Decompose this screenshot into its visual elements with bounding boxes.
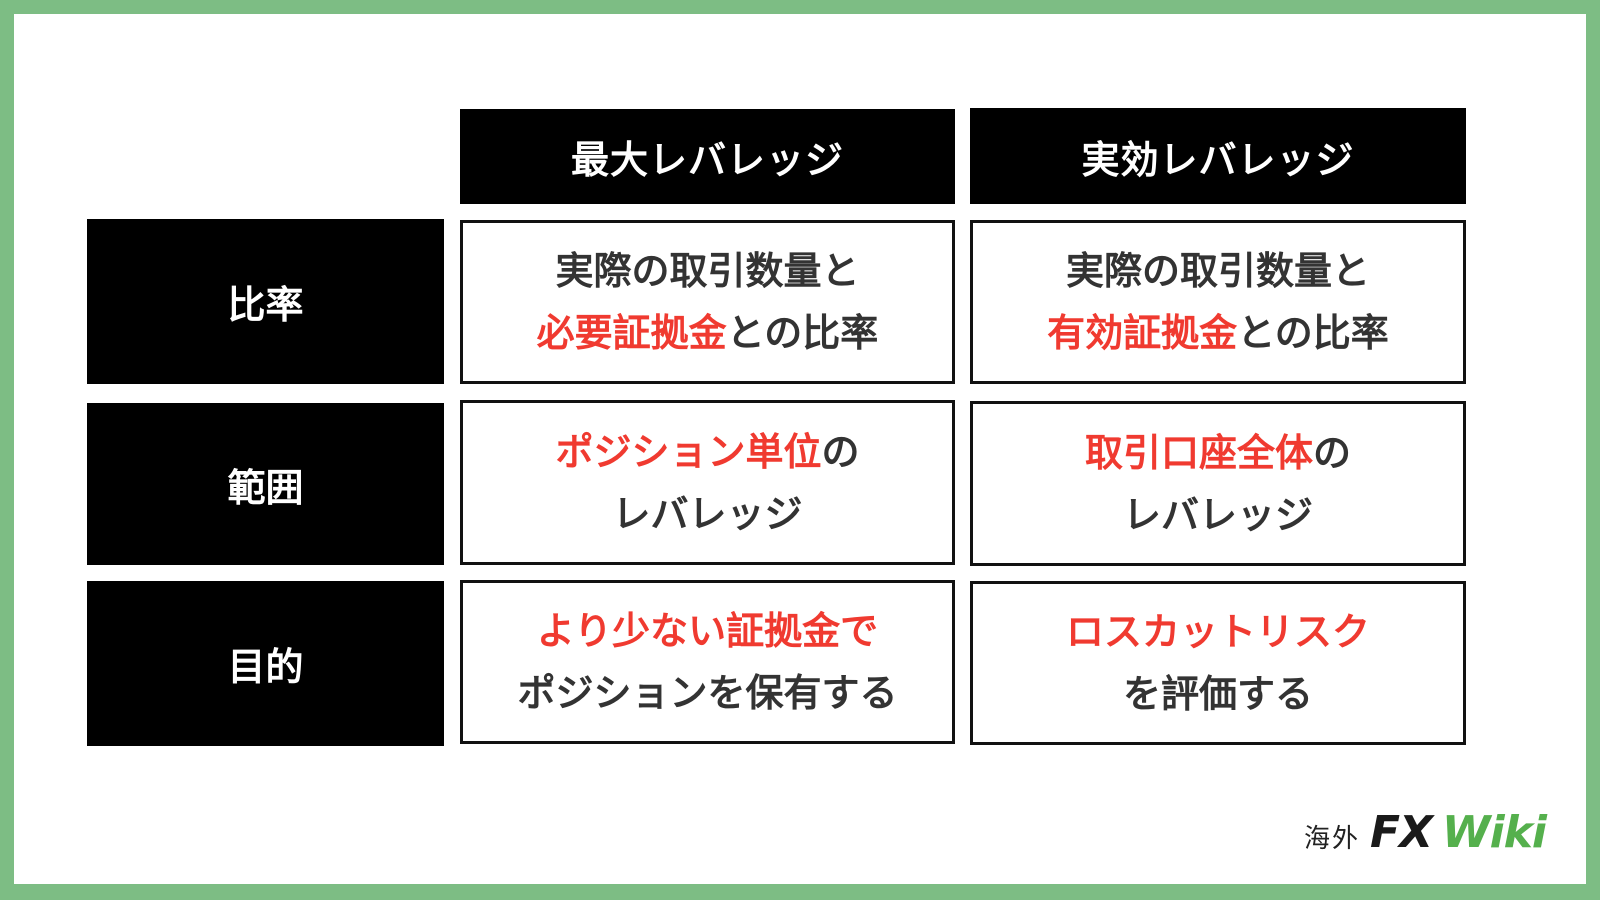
- cell-ratio-effective-line2: 有効証拠金との比率: [1047, 311, 1389, 355]
- cell-scope-max: ポジション単位の レバレッジ: [460, 400, 955, 565]
- cell-purpose-effective-line1: ロスカットリスク: [1065, 610, 1370, 654]
- cell-scope-effective-line1: 取引口座全体の: [1084, 430, 1352, 475]
- logo-fx-text: FX: [1370, 807, 1433, 858]
- row-header-purpose-label: 目的: [227, 645, 304, 689]
- cell-scope-effective-line2: レバレッジ: [1122, 492, 1313, 537]
- column-header-max-leverage-label: 最大レバレッジ: [570, 138, 844, 182]
- row-header-purpose: 目的: [87, 581, 444, 746]
- cell-scope-max-line2: レバレッジ: [612, 491, 803, 536]
- column-header-effective-leverage-label: 実効レバレッジ: [1081, 137, 1355, 182]
- cell-scope-max-line1: ポジション単位の: [555, 429, 860, 474]
- row-header-scope-label: 範囲: [227, 465, 304, 510]
- cell-ratio-max-line2: 必要証拠金との比率: [536, 311, 879, 355]
- cell-purpose-max: より少ない証拠金で ポジションを保有する: [460, 580, 955, 744]
- cell-purpose-max-line2: ポジションを保有する: [517, 671, 898, 715]
- cell-purpose-effective-line2: を評価する: [1122, 672, 1313, 716]
- row-header-scope: 範囲: [87, 403, 444, 565]
- cell-ratio-max-line1: 実際の取引数量と: [555, 249, 860, 293]
- cell-purpose-max-line1: より少ない証拠金で: [536, 609, 879, 653]
- site-logo: 海外 FX Wiki: [1304, 807, 1547, 858]
- row-header-ratio-label: 比率: [227, 283, 304, 327]
- logo-wiki-text: Wiki: [1442, 807, 1547, 858]
- column-header-effective-leverage: 実効レバレッジ: [970, 108, 1466, 204]
- column-header-max-leverage: 最大レバレッジ: [460, 109, 955, 204]
- cell-purpose-effective: ロスカットリスク を評価する: [970, 581, 1466, 745]
- cell-scope-effective: 取引口座全体の レバレッジ: [970, 401, 1466, 566]
- row-header-ratio: 比率: [87, 219, 444, 384]
- comparison-card: 最大レバレッジ 実効レバレッジ 比率 実際の取引数量と 必要証拠金との比率 実際…: [14, 14, 1586, 884]
- cell-ratio-max: 実際の取引数量と 必要証拠金との比率: [460, 220, 955, 384]
- cell-ratio-effective: 実際の取引数量と 有効証拠金との比率: [970, 220, 1466, 384]
- cell-ratio-effective-line1: 実際の取引数量と: [1065, 249, 1370, 293]
- logo-jp-text: 海外: [1304, 824, 1361, 854]
